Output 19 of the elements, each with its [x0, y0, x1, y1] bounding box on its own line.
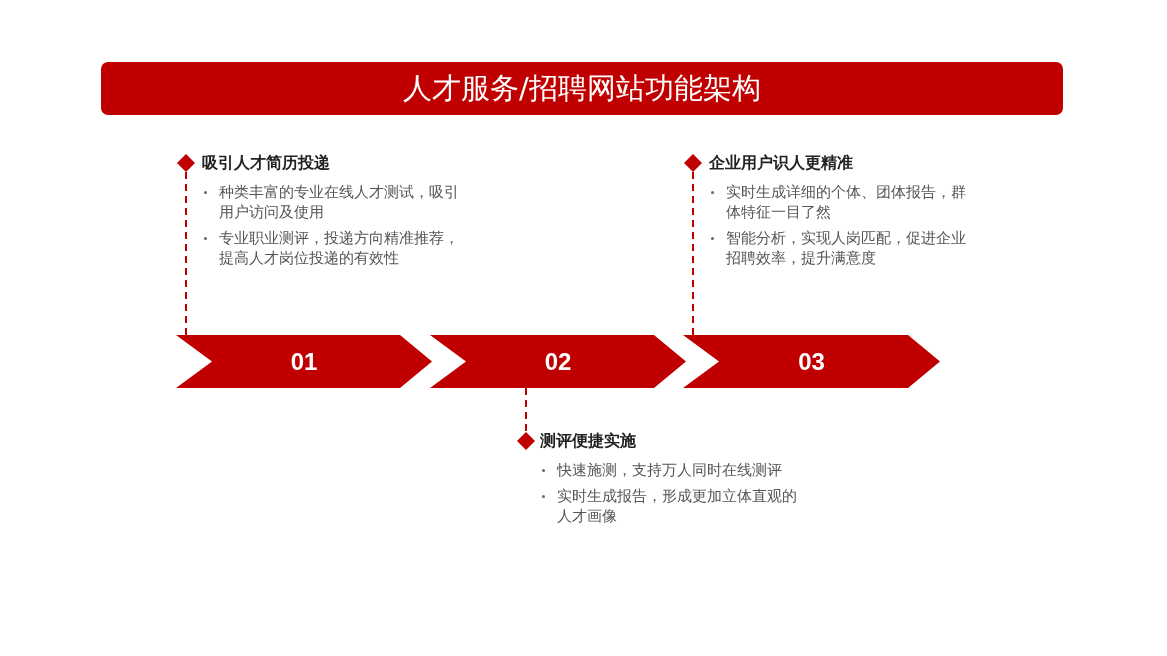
bullet-text: 快速施测，支持万人同时在线测评 — [540, 460, 801, 480]
timeline-step-banner — [430, 335, 686, 388]
title-banner: 人才服务/招聘网站功能架构 — [101, 62, 1063, 115]
section-heading: 企业用户识人更精准 — [709, 152, 854, 174]
bullet-text: 实时生成详细的个体、团体报告，群体特征一目了然 — [709, 182, 970, 222]
bullet-text: 种类丰富的专业在线人才测试，吸引用户访问及使用 — [202, 182, 463, 222]
step-number: 02 — [544, 347, 572, 376]
section-heading: 测评便捷实施 — [540, 430, 637, 452]
timeline-step-banner — [683, 335, 940, 388]
bullet-text: 专业职业测评，投递方向精准推荐，提高人才岗位投递的有效性 — [202, 228, 463, 268]
bullet-text: 智能分析，实现人岗匹配，促进企业招聘效率，提升满意度 — [709, 228, 970, 268]
section-heading: 吸引人才简历投递 — [202, 152, 331, 174]
timeline-step-banner — [176, 335, 432, 388]
step-number: 03 — [798, 347, 825, 376]
dashed-connector — [517, 387, 535, 450]
bullet-text: 实时生成报告，形成更加立体直观的人才画像 — [540, 486, 801, 526]
dashed-connector — [684, 154, 702, 336]
step-number: 01 — [290, 347, 318, 376]
dashed-connector — [177, 154, 195, 336]
